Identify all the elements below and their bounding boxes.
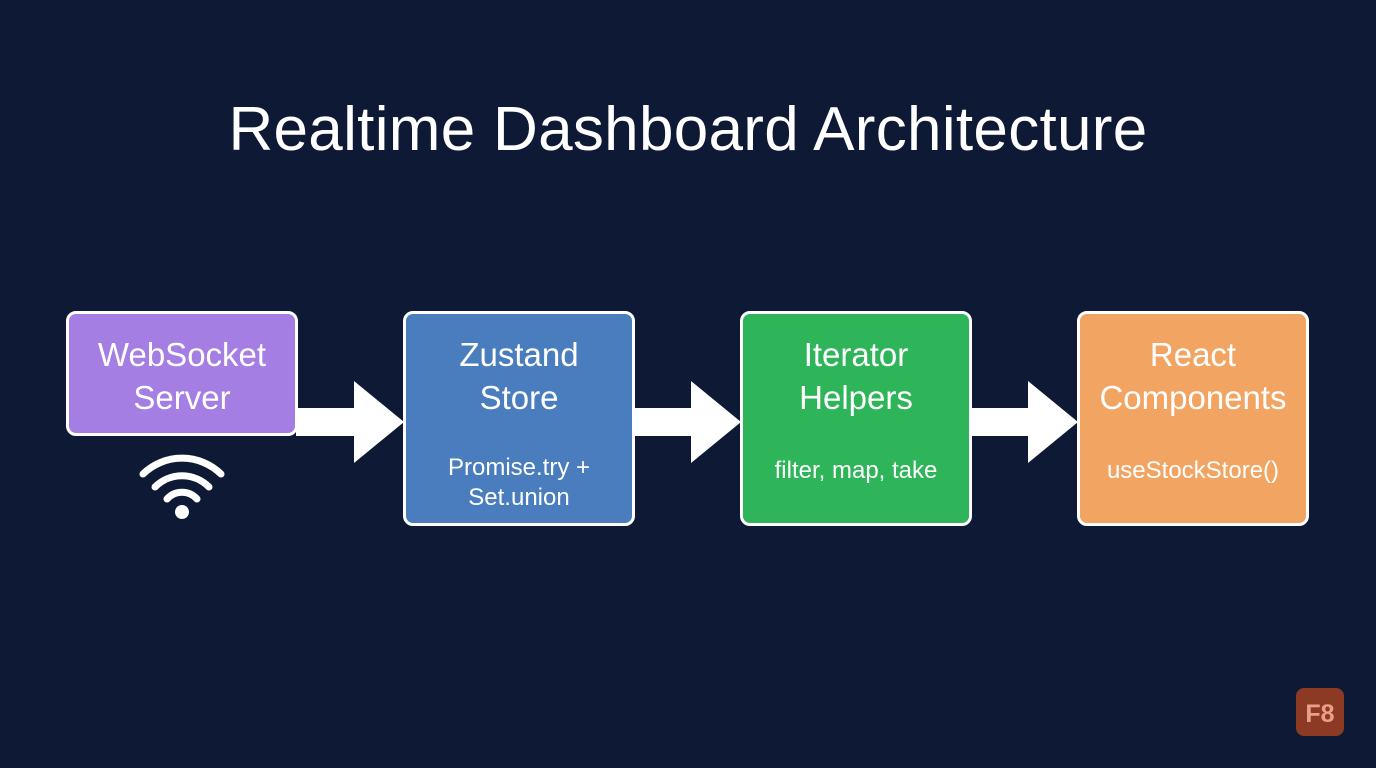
- logo-text: F8: [1305, 700, 1334, 728]
- arrow-right-icon: [296, 381, 404, 463]
- arrow-right-icon: [633, 381, 741, 463]
- node-websocket-server: WebSocket Server: [66, 311, 298, 436]
- wifi-icon: [137, 449, 227, 526]
- node-zustand-store-label: Zustand Store: [459, 336, 579, 416]
- node-zustand-store-detail: Promise.try + Set.union: [447, 454, 591, 511]
- diagram-title: Realtime Dashboard Architecture: [228, 95, 1148, 164]
- node-websocket-server-label: WebSocket Server: [97, 336, 267, 416]
- node-iterator-helpers: Iterator Helpers filter, map, take: [740, 311, 972, 526]
- node-react-components: React Components useStockStore(): [1077, 311, 1309, 526]
- arrow-right-icon: [970, 381, 1078, 463]
- node-zustand-store: Zustand Store Promise.try + Set.union: [403, 311, 635, 526]
- node-iterator-helpers-detail: filter, map, take: [774, 457, 938, 484]
- f8-logo: F8: [1296, 688, 1344, 736]
- node-iterator-helpers-label: Iterator Helpers: [799, 336, 913, 416]
- node-react-components-detail: useStockStore(): [1106, 457, 1280, 484]
- node-react-components-label: React Components: [1099, 336, 1287, 416]
